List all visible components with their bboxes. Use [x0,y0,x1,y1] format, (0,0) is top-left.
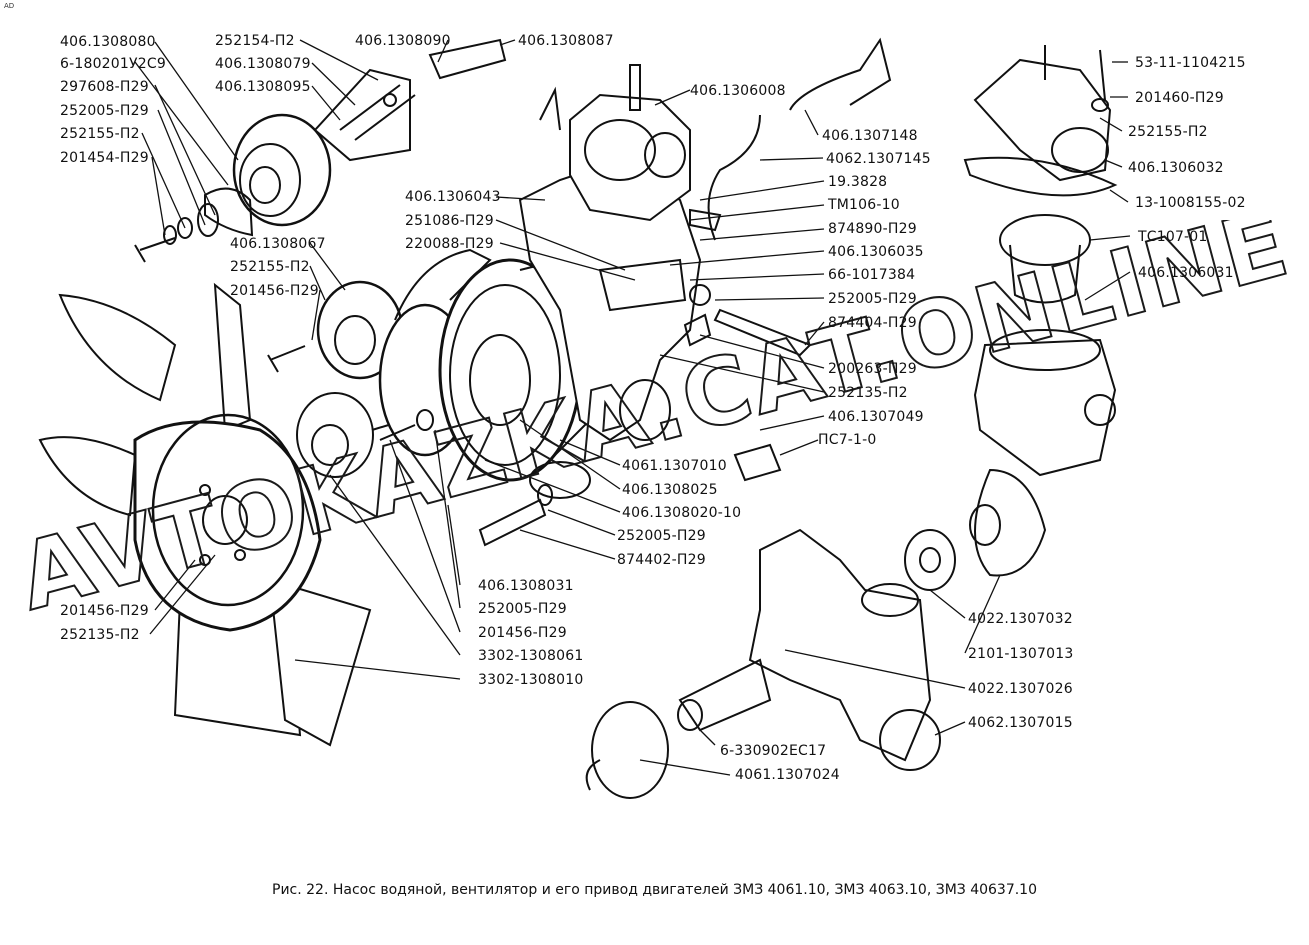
figure-caption: Рис. 22. Насос водяной, вентилятор и его… [272,882,1037,898]
fan [38,282,372,747]
part-label: 406.1308087 [518,33,614,49]
part-label: 406.1306032 [1128,160,1224,176]
part-label: 874890-П29 [828,221,917,237]
part-label: 406.1308020-10 [622,505,742,521]
part-label: 252135-П2 [60,627,140,643]
part-label: 406.1308067 [230,236,326,252]
part-label: ПС7-1-0 [818,432,877,448]
o-ring [529,461,591,499]
part-label: 406.1306043 [405,189,501,205]
part-label: 3302-1308061 [478,648,584,664]
part-label: 874404-П29 [828,315,917,331]
part-label: 53-11-1104215 [1135,55,1246,71]
part-label: 3302-1308010 [478,672,584,688]
part-label: 6-180201У2С9 [60,56,166,72]
part-label: 201454-П29 [60,150,149,166]
part-label: 252005-П29 [478,601,567,617]
part-label: 252005-П29 [60,103,149,119]
part-label: 252005-П29 [617,528,706,544]
part-label: 201456-П29 [478,625,567,641]
part-label: 406.1307148 [822,128,918,144]
part-label: 406.1306031 [1138,265,1234,281]
part-label: 200263-П29 [828,361,917,377]
part-label: 4061.1307010 [622,458,727,474]
part-label: 4062.1307145 [826,151,931,167]
part-label: 406.1308031 [478,578,574,594]
pump-housing-lower [585,468,1047,799]
part-label: 4062.1307015 [968,715,1073,731]
part-label: 406.1308080 [60,34,156,50]
bolts [379,284,812,547]
part-label: 252155-П2 [60,126,140,142]
part-label: 252135-П2 [828,385,908,401]
part-label: 13-1008155-02 [1135,195,1246,211]
part-label: 406.1308079 [215,56,311,72]
part-label: 252154-П2 [215,33,295,49]
part-label: 297608-П29 [60,79,149,95]
part-label: 4022.1307026 [968,681,1073,697]
part-label: 252155-П2 [230,259,310,275]
part-label: 220088-П29 [405,236,494,252]
part-label: 406.1308095 [215,79,311,95]
part-label: 201456-П29 [230,283,319,299]
part-label: 4061.1307024 [735,767,840,783]
leader-lines [134,39,1131,776]
part-label: 4022.1307032 [968,611,1073,627]
part-label: 874402-П29 [617,552,706,568]
part-label: 252155-П2 [1128,124,1208,140]
part-label: 406.1308025 [622,482,718,498]
part-label: 19.3828 [828,174,888,190]
thermostat-housing [963,45,1118,477]
part-label: 406.1308090 [355,33,451,49]
part-label: 252005-П29 [828,291,917,307]
corner-mark: AD [4,2,15,10]
part-label: 2101-1307013 [968,646,1074,662]
part-label: 406.1307049 [828,409,924,425]
part-label: 201456-П29 [60,603,149,619]
part-label: 251086-П29 [405,213,494,229]
part-label: ТС107-01 [1138,229,1208,245]
part-label: 406.1306008 [690,83,786,99]
pump-pulley [378,258,592,482]
part-label: 6-330902ЕС17 [720,743,827,759]
part-label: 66-1017384 [828,267,916,283]
part-label: 201460-П29 [1135,90,1224,106]
tensioner-pulley [163,38,507,245]
part-label: 406.1306035 [828,244,924,260]
part-label: ТМ106-10 [828,197,900,213]
